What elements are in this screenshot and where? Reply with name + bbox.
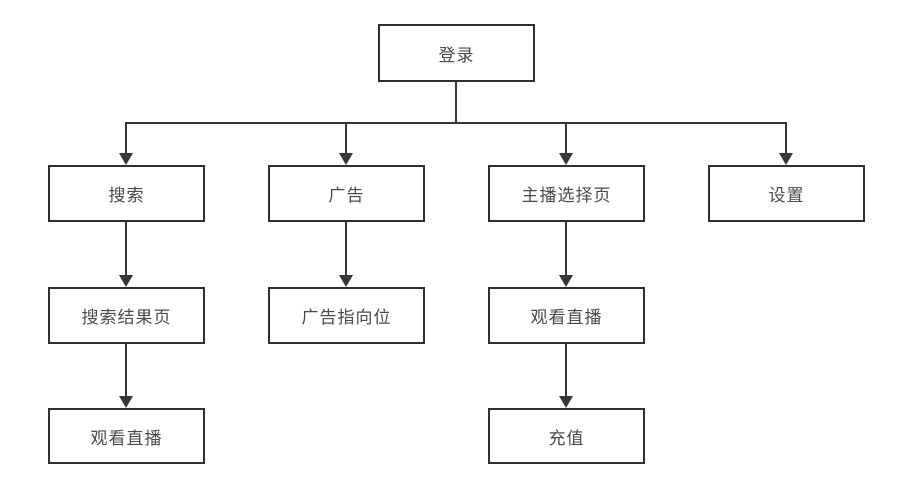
edge-login-ad-line (345, 122, 347, 155)
edge-watch-live-recharge-line (565, 344, 567, 397)
node-search-results: 搜索结果页 (48, 287, 205, 344)
edge-ad-ad-target-arrowhead (339, 275, 353, 287)
node-watch-live-anchor: 观看直播 (488, 287, 645, 344)
node-recharge-label: 充值 (548, 428, 585, 448)
node-anchor-select: 主播选择页 (488, 165, 645, 222)
node-search-label: 搜索 (108, 186, 145, 205)
node-watch-live-anchor-label: 观看直播 (530, 308, 603, 327)
node-login-label: 登录 (438, 45, 475, 65)
edge-login-settings-arrowhead (779, 153, 793, 165)
node-recharge: 充值 (488, 408, 645, 464)
edge-anchor-select-watch-live-arrowhead (559, 275, 573, 287)
edge-branch-bar (125, 122, 787, 124)
node-anchor-select-label: 主播选择页 (521, 186, 612, 205)
edge-login-search-arrowhead (119, 153, 133, 165)
edge-login-trunk (455, 82, 457, 123)
node-settings-label: 设置 (768, 186, 805, 205)
node-watch-live-search: 观看直播 (48, 408, 205, 464)
edge-login-anchor-select-arrowhead (559, 153, 573, 165)
node-watch-live-search-label: 观看直播 (90, 428, 163, 448)
edge-search-results-watch-live-line (125, 344, 127, 397)
node-ad-label: 广告 (328, 186, 365, 205)
edge-login-anchor-select-line (565, 122, 567, 155)
node-ad-target-label: 广告指向位 (301, 308, 392, 327)
edge-search-search-results-line (125, 222, 127, 276)
node-ad-target: 广告指向位 (268, 287, 425, 344)
node-search: 搜索 (48, 165, 205, 222)
edge-ad-ad-target-line (345, 222, 347, 276)
edge-login-ad-arrowhead (339, 153, 353, 165)
edge-login-settings-line (785, 122, 787, 155)
edge-watch-live-recharge-arrowhead (559, 396, 573, 408)
edge-login-search-line (125, 122, 127, 155)
edge-anchor-select-watch-live-line (565, 222, 567, 276)
node-settings: 设置 (708, 165, 865, 222)
edge-search-results-watch-live-arrowhead (119, 396, 133, 408)
edge-search-search-results-arrowhead (119, 275, 133, 287)
node-search-results-label: 搜索结果页 (81, 308, 172, 327)
node-ad: 广告 (268, 165, 425, 222)
node-login: 登录 (378, 24, 535, 82)
